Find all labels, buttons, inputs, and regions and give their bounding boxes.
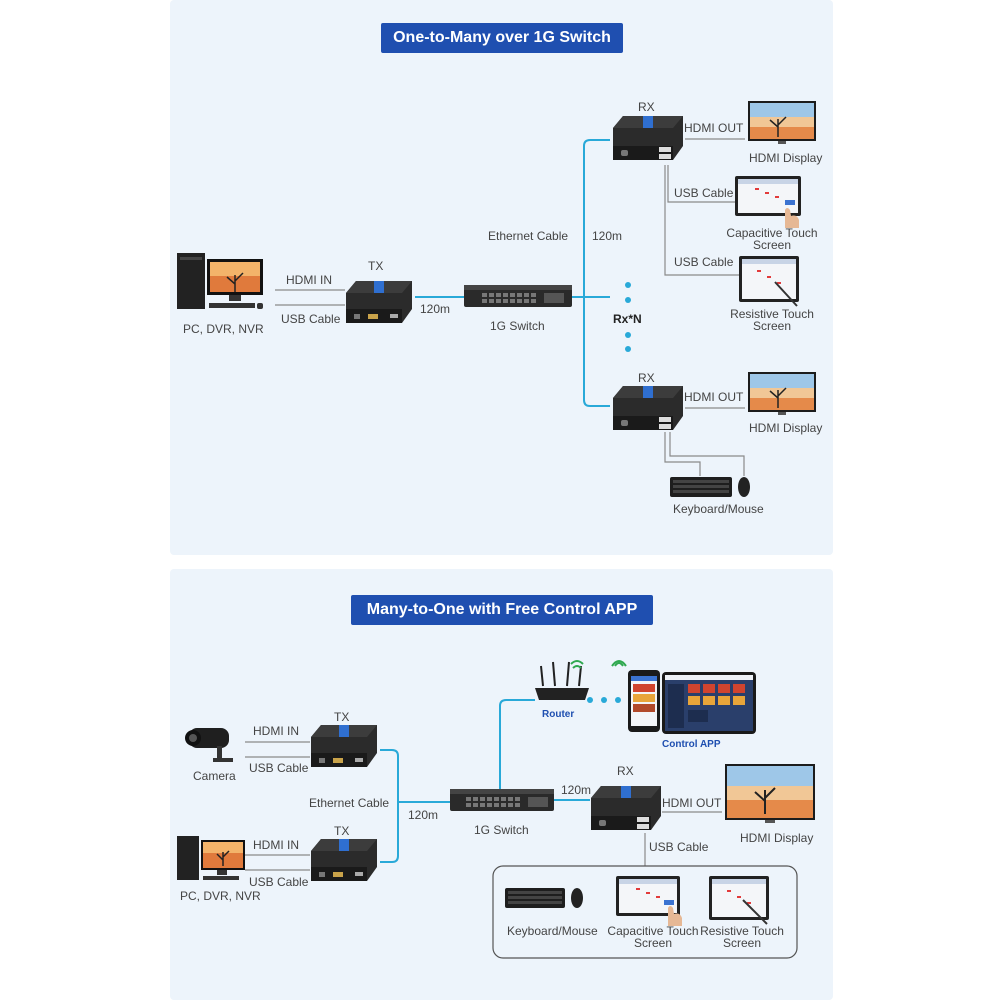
switch-bottom-icon: [450, 789, 554, 811]
hdmi-display-bottom-label: HDMI Display: [740, 831, 814, 845]
switch-icon: [464, 285, 572, 307]
resistive-touch-label: Resistive Touch: [730, 307, 814, 321]
capacitive-touch-label: Capacitive Touch: [726, 226, 818, 240]
rx-bottom-label: RX: [617, 764, 634, 778]
rx2-extender-icon: [613, 386, 683, 430]
pc-bottom-icon: [177, 836, 245, 880]
tx2-label: TX: [334, 824, 350, 838]
resistive-touch-bottom-label: Resistive Touch: [700, 924, 784, 938]
ethernet-cable-bottom-label: Ethernet Cable: [309, 796, 390, 810]
keyboard-mouse-bottom-icon: [505, 888, 583, 908]
tx1-label: TX: [334, 710, 350, 724]
pc-icon: [177, 253, 263, 309]
pc-label: PC, DVR, NVR: [183, 322, 264, 336]
router-icon: [535, 660, 589, 700]
hdmi-in-1-label: HDMI IN: [253, 724, 299, 738]
hdmi-display-label: HDMI Display: [749, 151, 823, 165]
resistive-touch-screen-icon: [739, 256, 799, 307]
hdmi-display-icon: [748, 101, 816, 144]
hdmi-out-label: HDMI OUT: [684, 121, 744, 135]
camera-label: Camera: [193, 769, 236, 783]
resistive-screen-label: Screen: [752, 319, 792, 333]
tx-label: TX: [368, 259, 384, 273]
rx-distance-label: 120m: [592, 229, 623, 243]
capacitive-screen-bottom-label: Screen: [633, 936, 673, 950]
usb-cable-2-label: USB Cable: [674, 255, 734, 269]
rx-bottom-extender-icon: [591, 786, 661, 830]
usb-cable-rx-label: USB Cable: [649, 840, 709, 854]
usb-cable-1-label: USB Cable: [249, 761, 309, 775]
control-app-label: Control APP: [662, 739, 721, 750]
control-app-icon: [628, 670, 756, 734]
switch-bottom-label: 1G Switch: [474, 823, 529, 837]
rx1-extender-icon: [613, 116, 683, 160]
hdmi-display-2-icon: [748, 372, 816, 415]
router-label: Router: [542, 709, 575, 720]
rx2-label: RX: [638, 371, 655, 385]
keyboard-mouse-icon: [670, 477, 750, 497]
tx1-extender-icon: [311, 725, 377, 767]
usb-cable-1-label: USB Cable: [674, 186, 734, 200]
tx-distance-label: 120m: [420, 302, 451, 316]
keyboard-mouse-bottom-label: Keyboard/Mouse: [507, 924, 598, 938]
hdmi-out-2-label: HDMI OUT: [684, 390, 744, 404]
hdmi-out-bottom-label: HDMI OUT: [662, 796, 722, 810]
keyboard-mouse-label: Keyboard/Mouse: [673, 502, 764, 516]
camera-icon: [185, 728, 233, 762]
tx2-extender-icon: [311, 839, 377, 881]
ethernet-cable-label: Ethernet Cable: [488, 229, 569, 243]
hdmi-display-bottom-icon: [725, 764, 815, 823]
one-to-many-panel: [170, 0, 833, 555]
usb-cable-label: USB Cable: [281, 312, 341, 326]
rx-n-label: Rx*N: [613, 312, 642, 326]
capacitive-screen-label: Screen: [752, 238, 792, 252]
capacitive-touch-bottom-icon: [616, 876, 682, 926]
pc-bottom-label: PC, DVR, NVR: [180, 889, 261, 903]
hdmi-display-2-label: HDMI Display: [749, 421, 823, 435]
tx-distance-bottom-label: 120m: [408, 808, 439, 822]
usb-cable-2-label: USB Cable: [249, 875, 309, 889]
resistive-screen-bottom-label: Screen: [722, 936, 762, 950]
wifi-icon: [611, 660, 627, 667]
capacitive-touch-bottom-label: Capacitive Touch: [607, 924, 699, 938]
hdmi-in-2-label: HDMI IN: [253, 838, 299, 852]
bottom-title-banner: Many-to-One with Free Control APP: [351, 595, 653, 625]
top-title-banner: One-to-Many over 1G Switch: [381, 23, 623, 53]
switch-label: 1G Switch: [490, 319, 545, 333]
rx1-label: RX: [638, 100, 655, 114]
many-to-one-panel: [170, 569, 833, 1000]
resistive-touch-bottom-icon: [709, 876, 769, 925]
hdmi-in-label: HDMI IN: [286, 273, 332, 287]
rx-distance-bottom-label: 120m: [561, 783, 592, 797]
tx-extender-icon: [346, 281, 412, 323]
capacitive-touch-screen-icon: [735, 176, 801, 228]
